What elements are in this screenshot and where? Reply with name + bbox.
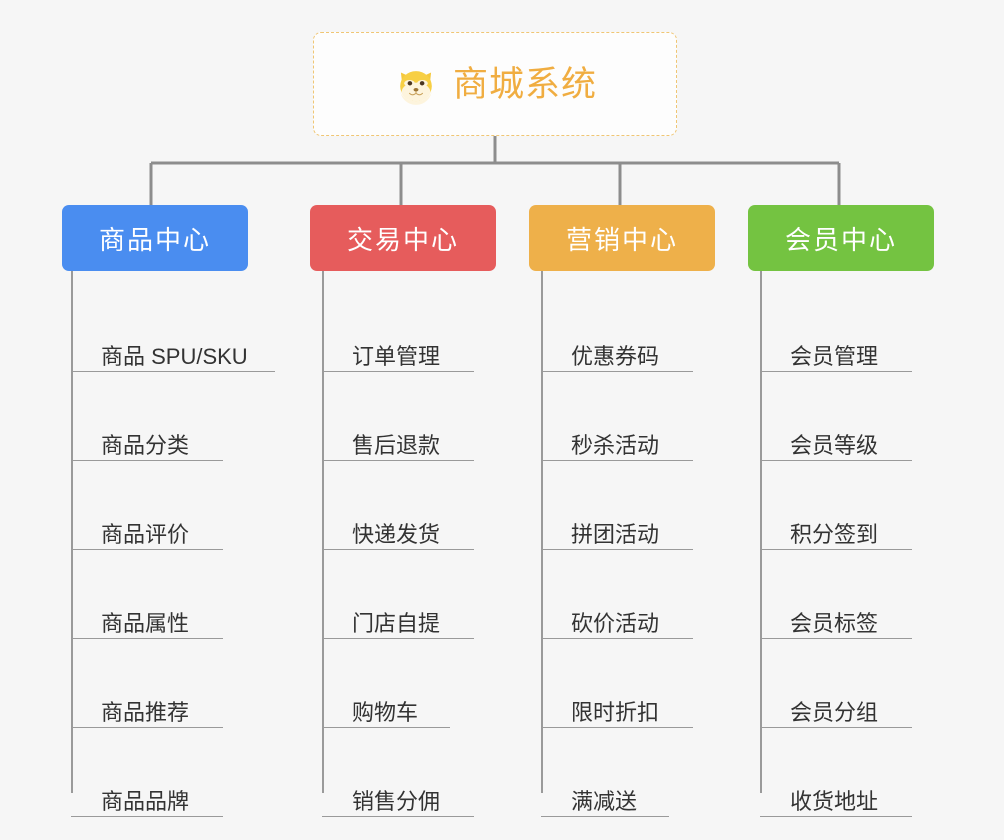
leaf-item[interactable]: 快递发货	[308, 461, 540, 550]
leaf-item-label: 门店自提	[352, 610, 441, 636]
category-column-trade: 交易中心 订单管理 售后退款 快递发货 门店自提 购物车 销售分佣	[308, 205, 540, 817]
leaf-item[interactable]: 商品品牌	[57, 728, 289, 817]
leaf-list-member: 会员管理 会员等级 积分签到 会员标签 会员分组 收货地址	[746, 271, 978, 817]
leaf-item-label: 商品分类	[101, 432, 190, 458]
leaf-item[interactable]: 销售分佣	[308, 728, 540, 817]
leaf-item-label: 商品推荐	[101, 699, 190, 725]
category-header-member[interactable]: 会员中心	[748, 205, 934, 271]
leaf-item[interactable]: 售后退款	[308, 372, 540, 461]
leaf-item[interactable]: 商品属性	[57, 550, 289, 639]
leaf-item[interactable]: 限时折扣	[527, 639, 759, 728]
leaf-item-label: 商品属性	[101, 610, 190, 636]
leaf-item-label: 砍价活动	[571, 610, 660, 636]
leaf-item[interactable]: 会员管理	[746, 283, 978, 372]
leaf-item-label: 销售分佣	[352, 788, 441, 814]
leaf-item-label: 商品品牌	[101, 788, 190, 814]
category-header-label: 会员中心	[784, 224, 897, 255]
category-header-label: 营销中心	[565, 224, 678, 255]
leaf-item-label: 限时折扣	[571, 699, 660, 725]
leaf-item-label: 会员等级	[790, 432, 879, 458]
leaf-list-product: 商品 SPU/SKU 商品分类 商品评价 商品属性 商品推荐 商品品牌	[57, 271, 289, 817]
leaf-item[interactable]: 商品 SPU/SKU	[57, 283, 289, 372]
leaf-item[interactable]: 砍价活动	[527, 550, 759, 639]
leaf-item-label: 优惠券码	[571, 343, 660, 369]
leaf-item[interactable]: 商品评价	[57, 461, 289, 550]
category-header-marketing[interactable]: 营销中心	[529, 205, 715, 271]
leaf-item[interactable]: 满减送	[527, 728, 759, 817]
category-column-member: 会员中心 会员管理 会员等级 积分签到 会员标签 会员分组 收货地址	[746, 205, 978, 817]
leaf-item[interactable]: 会员分组	[746, 639, 978, 728]
leaf-item[interactable]: 秒杀活动	[527, 372, 759, 461]
category-header-trade[interactable]: 交易中心	[310, 205, 496, 271]
leaf-item-label: 会员分组	[790, 699, 879, 725]
leaf-item[interactable]: 优惠券码	[527, 283, 759, 372]
root-title: 商城系统	[452, 64, 597, 104]
leaf-item[interactable]: 会员等级	[746, 372, 978, 461]
leaf-item[interactable]: 购物车	[308, 639, 540, 728]
leaf-item-label: 订单管理	[352, 343, 441, 369]
leaf-item-label: 秒杀活动	[571, 432, 660, 458]
leaf-list-trade: 订单管理 售后退款 快递发货 门店自提 购物车 销售分佣	[308, 271, 540, 817]
shiba-dog-icon	[393, 61, 439, 107]
leaf-item-label: 快递发货	[352, 521, 441, 547]
leaf-item[interactable]: 收货地址	[746, 728, 978, 817]
leaf-item-label: 会员标签	[790, 610, 879, 636]
leaf-item[interactable]: 拼团活动	[527, 461, 759, 550]
leaf-item[interactable]: 商品推荐	[57, 639, 289, 728]
leaf-item-label: 满减送	[571, 788, 638, 814]
leaf-item-label: 售后退款	[352, 432, 441, 458]
leaf-item[interactable]: 订单管理	[308, 283, 540, 372]
root-node[interactable]: 商城系统	[313, 32, 677, 136]
leaf-item-label: 会员管理	[790, 343, 879, 369]
leaf-item[interactable]: 门店自提	[308, 550, 540, 639]
category-column-product: 商品中心 商品 SPU/SKU 商品分类 商品评价 商品属性 商品推荐 商品品牌	[57, 205, 289, 817]
leaf-item[interactable]: 商品分类	[57, 372, 289, 461]
category-header-label: 交易中心	[346, 224, 459, 255]
leaf-item-label: 积分签到	[790, 521, 879, 547]
leaf-list-marketing: 优惠券码 秒杀活动 拼团活动 砍价活动 限时折扣 满减送	[527, 271, 759, 817]
leaf-item-label: 商品评价	[101, 521, 190, 547]
leaf-item-label: 收货地址	[790, 788, 879, 814]
category-header-product[interactable]: 商品中心	[62, 205, 248, 271]
leaf-item-label: 拼团活动	[571, 521, 660, 547]
leaf-item[interactable]: 积分签到	[746, 461, 978, 550]
leaf-item[interactable]: 会员标签	[746, 550, 978, 639]
leaf-item-label: 购物车	[352, 699, 419, 725]
category-header-label: 商品中心	[98, 224, 211, 255]
leaf-item-label: 商品 SPU/SKU	[101, 343, 248, 369]
category-column-marketing: 营销中心 优惠券码 秒杀活动 拼团活动 砍价活动 限时折扣 满减送	[527, 205, 759, 817]
